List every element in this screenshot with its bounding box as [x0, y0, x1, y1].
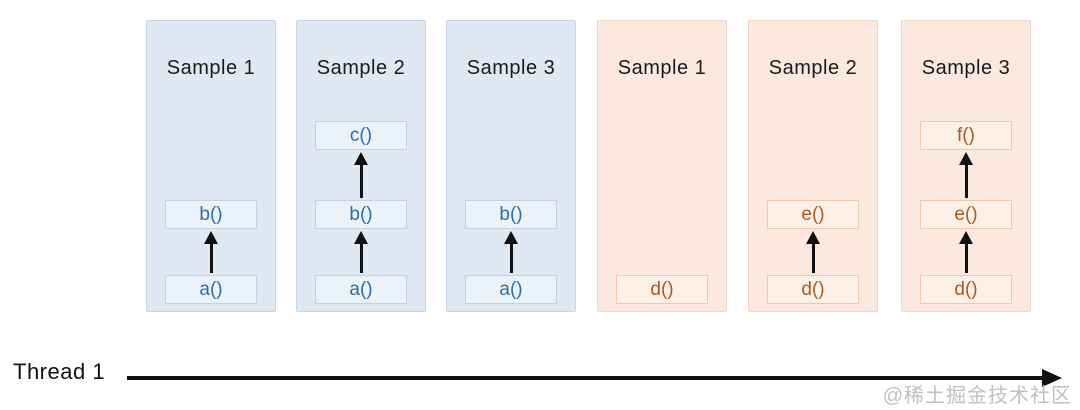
panel-title: Sample 3: [921, 57, 1011, 79]
stack-frame: d(): [616, 275, 708, 304]
thread-arrow-icon: [127, 376, 1045, 380]
panel-title: Sample 2: [768, 57, 858, 79]
up-arrow-icon: [959, 231, 973, 273]
stack-frame: e(): [767, 200, 859, 229]
sample-panel-orange-3: Sample 3 f() e() d(): [901, 20, 1031, 312]
stack-frame: a(): [465, 275, 557, 304]
sample-panel-blue-2: Sample 2 c() b() a(): [296, 20, 426, 312]
stack-frame: f(): [920, 121, 1012, 150]
panel-title: Sample 2: [316, 57, 406, 79]
stack-frame: d(): [920, 275, 1012, 304]
up-arrow-icon: [204, 231, 218, 273]
panel-title: Sample 1: [166, 57, 256, 79]
sample-panel-blue-1: Sample 1 b() a(): [146, 20, 276, 312]
up-arrow-icon: [354, 152, 368, 198]
up-arrow-icon: [354, 231, 368, 273]
sample-panel-orange-1: Sample 1 d(): [597, 20, 727, 312]
stack-frame: a(): [315, 275, 407, 304]
stack-frame: b(): [315, 200, 407, 229]
up-arrow-icon: [806, 231, 820, 273]
panel-title: Sample 1: [617, 57, 707, 79]
stack-frame: a(): [165, 275, 257, 304]
stack-frame: c(): [315, 121, 407, 150]
stack-frame: b(): [165, 200, 257, 229]
stack-frame: b(): [465, 200, 557, 229]
up-arrow-icon: [504, 231, 518, 273]
stack-frame: e(): [920, 200, 1012, 229]
stack-frame: d(): [767, 275, 859, 304]
thread-label: Thread 1: [13, 359, 106, 384]
thread-arrowhead-icon: [1042, 369, 1062, 387]
panel-title: Sample 3: [466, 57, 556, 79]
sample-panel-blue-3: Sample 3 b() a(): [446, 20, 576, 312]
watermark: @稀土掘金技术社区: [882, 385, 1072, 407]
sample-panel-orange-2: Sample 2 e() d(): [748, 20, 878, 312]
up-arrow-icon: [959, 152, 973, 198]
